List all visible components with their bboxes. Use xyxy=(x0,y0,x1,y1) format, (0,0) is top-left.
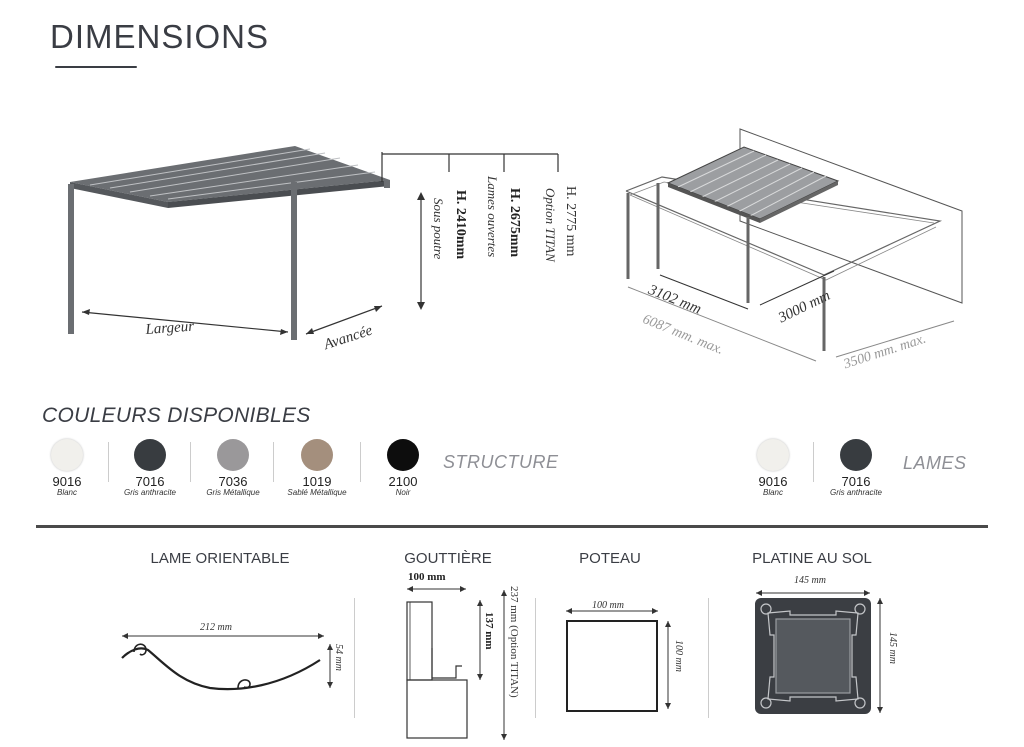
color-name: Blanc xyxy=(762,488,783,497)
swatch-7036 xyxy=(217,439,249,471)
color-name: Gris anthracite xyxy=(123,488,177,497)
structure-label: STRUCTURE xyxy=(443,452,559,472)
plan-view-illustration xyxy=(625,128,963,362)
color-code: 1019 xyxy=(302,474,332,489)
gouttiere-height-label: 137 mm xyxy=(483,612,495,650)
gouttiere-title: GOUTTIÈRE xyxy=(404,550,492,567)
lame-title: LAME ORIENTABLE xyxy=(150,550,290,567)
swatch-9016 xyxy=(51,439,83,471)
lame-width-label: 212 mm xyxy=(200,622,232,633)
color-code: 9016 xyxy=(758,474,788,489)
color-code: 7036 xyxy=(218,474,248,489)
colors-section-title: COULEURS DISPONIBLES xyxy=(42,404,311,427)
poteau-title: POTEAU xyxy=(579,550,641,567)
color-code: 7016 xyxy=(135,474,165,489)
color-name: Sablé Métallique xyxy=(287,488,347,497)
largeur-label: Largeur xyxy=(145,318,195,338)
swatch-9016 xyxy=(757,439,789,471)
divider xyxy=(813,442,814,482)
divider xyxy=(273,442,274,482)
divider xyxy=(535,598,536,718)
divider xyxy=(190,442,191,482)
divider xyxy=(354,598,355,718)
divider xyxy=(360,442,361,482)
platine-title: PLATINE AU SOL xyxy=(752,550,872,567)
color-code: 9016 xyxy=(52,474,82,489)
lame-profile-drawing xyxy=(121,633,333,691)
poteau-height-label: 100 mm xyxy=(673,640,684,672)
poteau-profile-drawing xyxy=(566,608,671,712)
divider xyxy=(708,598,709,718)
gouttiere-profile-drawing xyxy=(406,586,507,740)
color-name: Gris Métallique xyxy=(206,488,260,497)
height-2775-note: Option TITAN xyxy=(543,188,558,262)
color-code: 7016 xyxy=(841,474,871,489)
pergola-illustration xyxy=(68,146,390,340)
lames-label: LAMES xyxy=(903,453,967,473)
gouttiere-titan-label: 237 mm (Option TITAN) xyxy=(508,586,520,698)
platine-width-label: 145 mm xyxy=(794,575,826,586)
section-divider xyxy=(36,525,988,528)
divider xyxy=(108,442,109,482)
page-title: DIMENSIONS xyxy=(50,18,270,55)
color-code: 2100 xyxy=(388,474,418,489)
swatch-1019 xyxy=(301,439,333,471)
height-bracket xyxy=(381,152,559,310)
color-name: Blanc xyxy=(56,488,77,497)
height-2675: H. 2675mm xyxy=(507,188,522,258)
swatch-7016 xyxy=(840,439,872,471)
title-underline xyxy=(55,66,137,68)
height-2775: H. 2775 mm xyxy=(563,186,578,257)
lame-height-label: 54 mm xyxy=(333,644,344,671)
swatch-7016 xyxy=(134,439,166,471)
height-2675-note: Lames ouvertes xyxy=(485,176,500,258)
height-2410-note: Sous poutre xyxy=(431,198,446,260)
poteau-width-label: 100 mm xyxy=(592,600,624,611)
gouttiere-width-label: 100 mm xyxy=(408,571,446,583)
height-2410: H. 2410mm xyxy=(453,190,468,260)
color-name: Gris anthracite xyxy=(829,488,883,497)
platine-drawing xyxy=(755,590,883,714)
swatch-2100 xyxy=(387,439,419,471)
platine-height-label: 145 mm xyxy=(887,632,898,664)
color-name: Noir xyxy=(395,488,411,497)
